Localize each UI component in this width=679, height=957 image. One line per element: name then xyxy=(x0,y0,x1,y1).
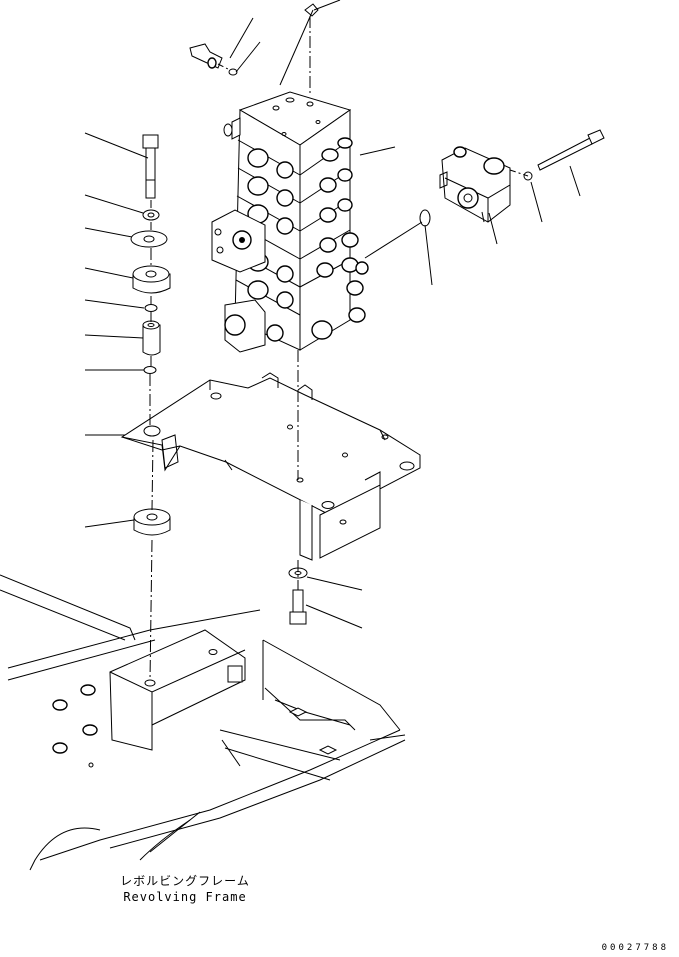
top-plug xyxy=(305,4,318,16)
side-oring xyxy=(420,210,430,226)
long-bolt xyxy=(524,130,604,180)
lower-bolt xyxy=(290,590,306,624)
left-parts-stack xyxy=(131,135,170,535)
caption-english: Revolving Frame xyxy=(123,890,247,904)
mounting-plate xyxy=(122,373,420,560)
pilot-valve xyxy=(440,147,510,222)
center-lines xyxy=(150,16,528,680)
caption-japanese: レボルビングフレーム xyxy=(120,874,250,888)
pressure-sensor xyxy=(190,44,222,68)
frame-studs xyxy=(53,685,97,767)
small-oring xyxy=(229,69,237,75)
document-number: 00027788 xyxy=(601,943,669,953)
revolving-frame xyxy=(0,575,405,870)
control-valve xyxy=(212,92,368,352)
leader-lines xyxy=(85,0,580,628)
frame-caption: レボルビングフレーム Revolving Frame xyxy=(110,873,260,905)
lower-bracket xyxy=(110,630,245,750)
